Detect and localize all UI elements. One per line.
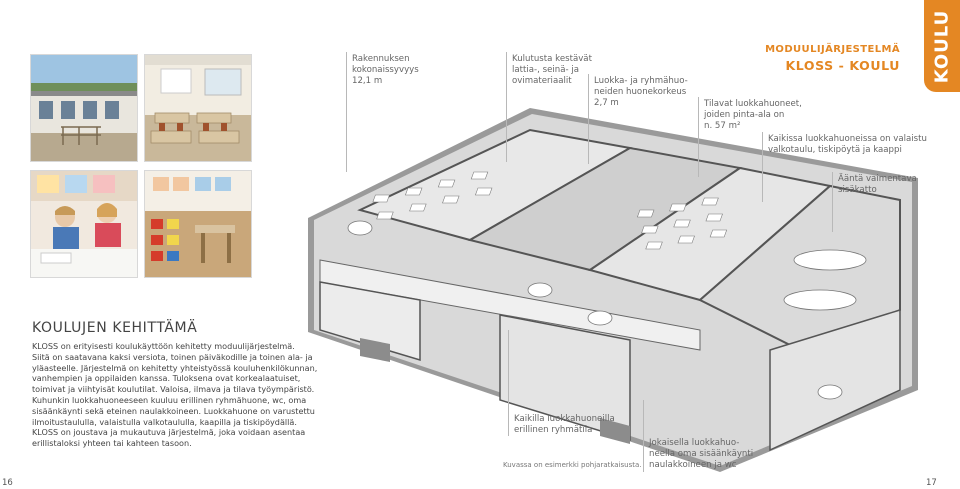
plan-round-tables [347, 220, 843, 400]
plan-corridor [319, 259, 701, 351]
header-product-title: KLOSS - KOULU [785, 58, 900, 73]
leader-line-group-room [508, 330, 509, 436]
page-number-left: 16 [2, 478, 13, 488]
callout-building-depth: Rakennuksen kokonaissyvyys 12,1 m [352, 54, 419, 86]
section-paragraph: KLOSS on erityisesti koulukäyttöön kehit… [32, 341, 295, 351]
plan-caption: Kuvassa on esimerkki pohjaratkaisusta. [503, 461, 642, 469]
plan-room-right [698, 184, 901, 352]
side-tab: KOULU [924, 0, 960, 92]
callout-room-height: Luokka- ja ryhmähuo- neiden huonekorkeus… [594, 76, 688, 108]
section-title: KOULUJEN KEHITTÄMÄ [32, 320, 198, 336]
leader-line-spacious-classrooms [698, 97, 699, 177]
callout-durable-materials: Kulutusta kestävät lattia-, seinä- ja ov… [512, 54, 592, 86]
plan-room-entrance-2 [769, 308, 901, 452]
leader-line-room-height [588, 74, 589, 164]
callout-equipment: Kaikissa luokkahuoneissa on valaistu val… [768, 134, 927, 155]
plan-oval-tables [783, 249, 867, 311]
callout-spacious-classrooms: Tilavat luokkahuoneet, joiden pinta-ala … [704, 99, 802, 131]
side-tab-label: KOULU [931, 9, 953, 83]
photo-children-studying [30, 170, 138, 278]
leader-line-acoustic-ceiling [832, 172, 833, 232]
callout-acoustic-ceiling: Ääntä vaimentava sisäkatto [838, 174, 917, 195]
page-number-right: 17 [926, 478, 937, 488]
callout-entrance: Jokaisella luokkahuo- neella oma sisäänk… [649, 438, 754, 470]
leader-line-equipment [762, 132, 763, 202]
photo-classroom [144, 54, 252, 162]
leader-line-entrance [643, 400, 644, 472]
section-paragraph: Kuhunkin luokkahuoneeseen kuuluu erillin… [32, 394, 315, 427]
header-system-label: MODUULIJÄRJESTELMÄ [765, 44, 900, 55]
section-paragraph: KLOSS on joustava ja mukautuva järjestel… [32, 427, 306, 449]
photo-classroom-shelves [144, 170, 252, 278]
photo-building-exterior [30, 54, 138, 162]
leader-line-building-depth [346, 52, 347, 172]
section-paragraph: Siitä on saatavana kaksi versiota, toine… [32, 351, 318, 395]
callout-group-room: Kaikilla luokkahuoneilla erillinen ryhmä… [514, 414, 615, 435]
plan-desks [372, 171, 728, 250]
plan-room-entrance-1 [319, 281, 421, 362]
section-body: KLOSS on erityisesti koulukäyttöön kehit… [32, 341, 328, 449]
plan-entrance-steps [360, 338, 630, 444]
floor-plan-illustration [308, 108, 918, 472]
leader-line-durable-materials [506, 52, 507, 162]
